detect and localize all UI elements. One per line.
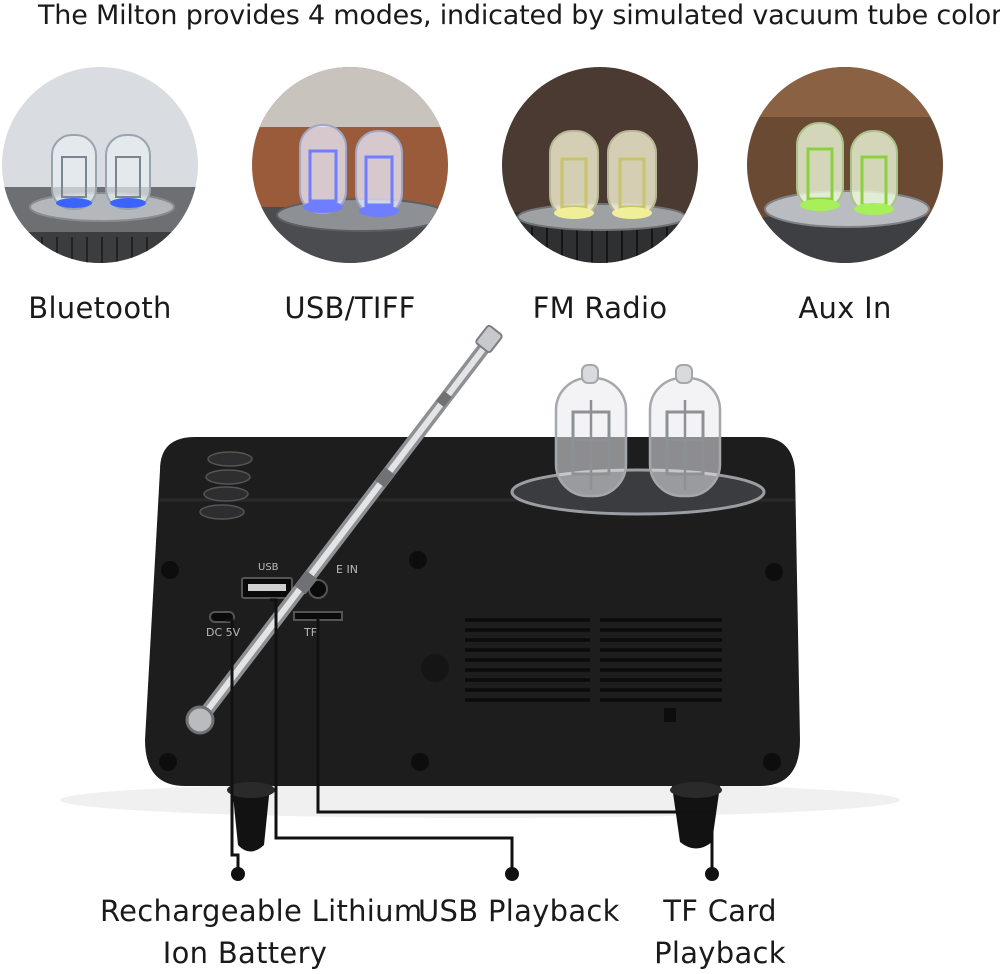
port-label-tf: TF	[304, 626, 318, 639]
callout-battery-line1: Rechargeable Lithium	[100, 894, 423, 928]
tube-icon	[252, 67, 448, 263]
mode-photo-aux	[747, 67, 943, 263]
mode-photo-fm	[502, 67, 698, 263]
callout-usb: USB Playback	[418, 890, 620, 932]
callout-battery-line2: Ion Battery	[162, 936, 328, 970]
tube-tray	[510, 468, 766, 516]
telescopic-antenna	[185, 325, 503, 735]
vacuum-tube-right	[648, 364, 722, 498]
top-buttons	[199, 451, 253, 520]
mode-label-bluetooth: Bluetooth	[28, 291, 172, 325]
callout-lines	[226, 598, 714, 872]
tube-icon	[502, 67, 698, 263]
speaker-body	[145, 437, 800, 786]
callout-tf-line2: Playback	[654, 936, 786, 970]
aux-port	[308, 579, 328, 599]
speaker-grille	[465, 618, 722, 702]
callout-tf-line1: TF Card	[663, 894, 777, 928]
port-label-aux: E IN	[336, 563, 358, 576]
vacuum-tube-left	[554, 364, 628, 498]
tube-icon	[2, 67, 198, 263]
port-label-usb: USB	[258, 562, 279, 573]
mode-label-fm: FM Radio	[532, 291, 668, 325]
usb-port	[241, 577, 293, 599]
callout-tf: TF Card Playback	[640, 890, 800, 974]
tube-icon	[747, 67, 943, 263]
mode-bluetooth: Bluetooth	[0, 67, 200, 325]
dc-port	[209, 611, 235, 623]
mode-fm: FM Radio	[500, 67, 700, 325]
mode-aux: Aux In	[745, 67, 945, 325]
port-label-dc: DC 5V	[206, 626, 241, 639]
mode-label-usb: USB/TIFF	[284, 291, 416, 325]
mode-photo-bluetooth	[2, 67, 198, 263]
mode-usb: USB/TIFF	[250, 67, 450, 325]
mode-label-aux: Aux In	[798, 291, 892, 325]
leg-right	[672, 786, 720, 849]
callout-battery: Rechargeable Lithium Ion Battery	[100, 890, 423, 974]
leg-left	[232, 786, 270, 852]
tf-slot	[293, 611, 343, 621]
screws	[159, 551, 783, 771]
callout-usb-label: USB Playback	[418, 894, 620, 928]
mode-photo-usb	[252, 67, 448, 263]
callout-dots	[231, 867, 719, 881]
headline: The Milton provides 4 modes, indicated b…	[38, 0, 1000, 31]
